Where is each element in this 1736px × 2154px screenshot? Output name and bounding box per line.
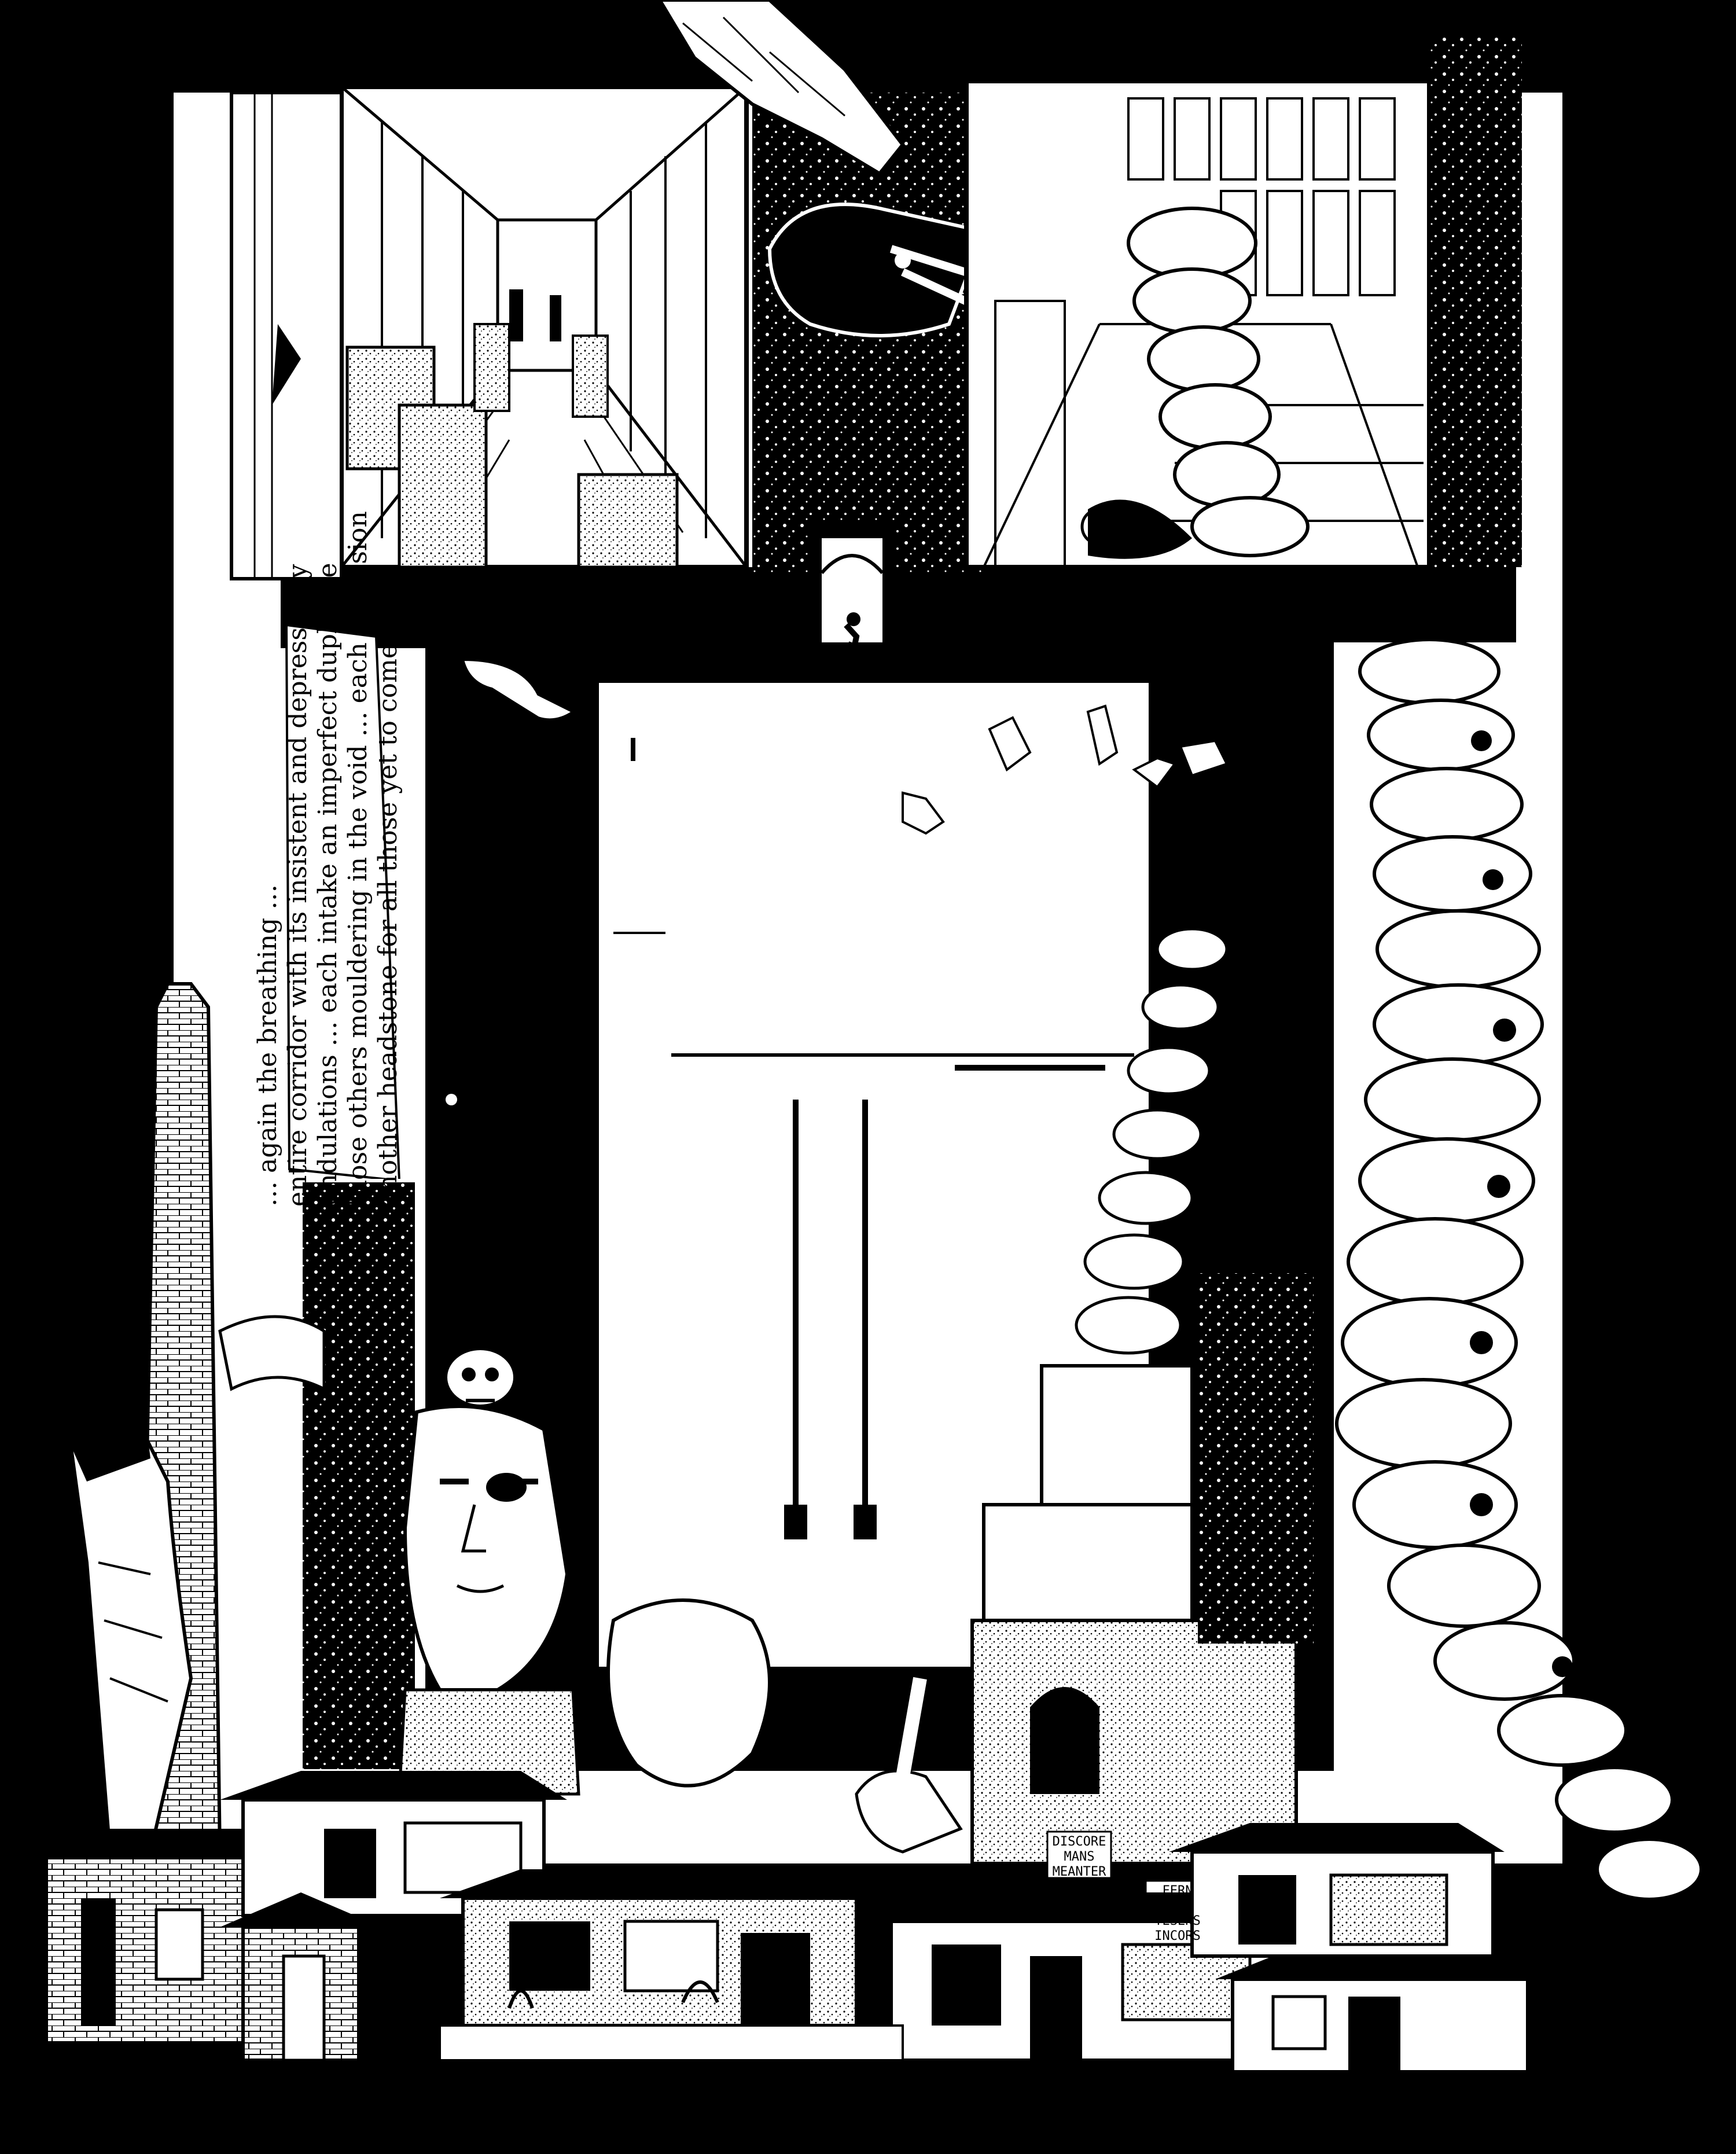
hand-icon <box>461 658 575 721</box>
writing-hand-icon <box>855 1677 963 1854</box>
lower-ledge <box>281 567 1516 642</box>
sign-1: DISCORE MANS MEANTER <box>1052 1835 1106 1879</box>
spine-icon <box>1075 638 1703 1901</box>
ruined-building <box>970 1273 1314 1865</box>
caption-line-4: those others mouldering in the void … ea… <box>343 511 373 1207</box>
bone-fragments <box>902 704 1229 835</box>
caption-line-1: … again the breathing … <box>253 884 282 1207</box>
house-right-3 <box>1215 1956 1533 2074</box>
house-right-2 <box>1169 1823 1505 1958</box>
caption-line-3: undulations … each intake an imperfect d… <box>313 563 343 1207</box>
rock-shape <box>606 1598 771 1788</box>
houses <box>35 1771 1533 2074</box>
caption-text: … again the breathing … entire corridor … <box>253 511 438 1207</box>
bust-sculpture <box>398 1405 580 1796</box>
skull-icon <box>444 1347 517 1408</box>
sign-2: FERN HELD TESENS INCORS <box>1154 1884 1201 1943</box>
caption-line-5: another headstone for all those yet to c… <box>373 610 403 1207</box>
paper-marks <box>446 738 1134 1539</box>
house-center <box>440 1869 880 2027</box>
top-band <box>220 0 1516 93</box>
house-porch <box>220 1892 382 2062</box>
corridor-panel <box>339 84 749 569</box>
room-panel <box>964 35 1522 569</box>
monk-figure-icon <box>64 1409 193 1854</box>
caption-line-2: entire corridor with its insistent and d… <box>283 564 312 1207</box>
house-left <box>35 1829 289 2045</box>
